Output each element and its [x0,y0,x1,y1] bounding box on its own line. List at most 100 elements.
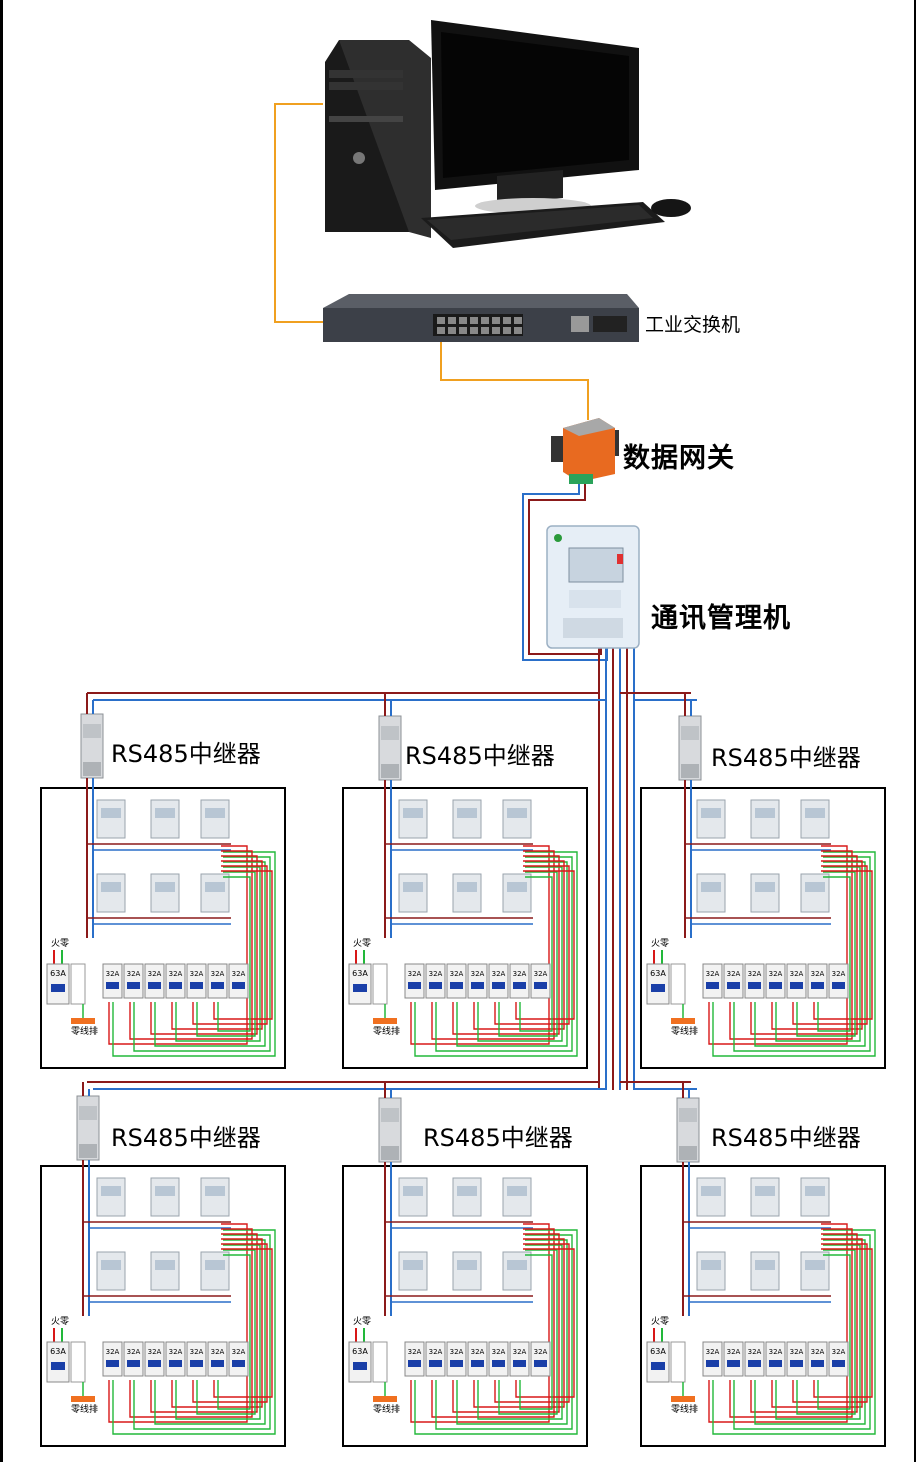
branch-breaker [228,1341,249,1377]
branch-breaker-rating: 32A [513,1348,527,1356]
rs485-gateway-manager-b [528,482,602,655]
branch-breaker [123,1341,144,1377]
main-breaker-rating: 63A [50,969,66,978]
branch-breaker-handle [748,1360,761,1367]
branch-breaker-rating: 32A [408,970,422,978]
meter-display [403,808,423,818]
comm-manager-device [546,525,640,649]
neutral-wire [796,871,856,1037]
neutral-bar [71,1396,95,1402]
neutral-wire [112,1229,276,1435]
phase-wire [129,850,253,1040]
meter-display [701,1260,721,1270]
meter-display [403,1186,423,1196]
branch-breaker-rating: 32A [232,1348,246,1356]
neutral-wire [414,1229,578,1435]
neutral-wire [754,861,866,1047]
phase-wire [431,850,555,1040]
phase-wire [494,865,570,1025]
energy-meter [502,1251,532,1291]
branch-breaker-rating: 32A [190,1348,204,1356]
panel-frame [342,787,588,1069]
branch-breaker-rating: 32A [211,970,225,978]
neutral-wire [712,851,876,1057]
phase-wire [473,1238,565,1408]
branch-breaker-handle [211,982,224,989]
live-neutral-label: 火零 [353,938,371,949]
branch-breaker-rating: 32A [127,970,141,978]
surge-protector [372,1341,388,1383]
branch-breaker-rating: 32A [408,1348,422,1356]
meter-display [755,808,775,818]
monitor [431,20,639,214]
energy-meter [452,1251,482,1291]
branch-breaker-handle [790,1360,803,1367]
branch-breaker-rating: 32A [106,970,120,978]
phase-wire [473,860,565,1030]
rs485-repeater-device [378,1097,402,1163]
phase-wire [171,860,263,1030]
branch-breaker-handle [769,982,782,989]
energy-meter [398,1251,428,1291]
branch-breaker-rating: 32A [727,970,741,978]
neutral-wire [796,1249,856,1415]
live-neutral-label: 火零 [651,938,669,949]
main-breaker-handle [651,1362,665,1370]
energy-meter [200,799,230,839]
meter-display [101,1186,121,1196]
branch-breaker-handle [169,982,182,989]
branch-breaker-handle [832,982,845,989]
keyboard [421,202,665,248]
meter-display [701,808,721,818]
phase-wire [771,860,863,1030]
main-breaker-handle [353,1362,367,1370]
phase-wire [708,845,848,1045]
branch-breaker-rating: 32A [534,1348,548,1356]
branch-breaker-handle [471,1360,484,1367]
branch-breaker [765,963,786,999]
branch-breaker [702,1341,723,1377]
neutral-bar [373,1018,397,1024]
branch-breaker [207,1341,228,1377]
branch-breaker-handle [513,1360,526,1367]
meter-display [457,1260,477,1270]
rs485-repeater-device [678,715,702,781]
phase-wire [171,1238,263,1408]
phase-wire [150,1233,258,1413]
neutral-wire [196,871,256,1037]
main-breaker-handle [51,984,65,992]
branch-breaker-handle [232,1360,245,1367]
branch-breaker-handle [727,982,740,989]
neutral-wire [133,856,271,1052]
energy-meter [452,799,482,839]
phase-wire [494,1243,570,1403]
panel-frame [640,1165,886,1447]
main-breaker-rating: 63A [650,969,666,978]
computer [325,20,691,248]
branch-breaker [446,1341,467,1377]
branch-breaker-rating: 32A [811,970,825,978]
phase-wire [729,850,853,1040]
meter-display [755,1260,775,1270]
branch-breaker-handle [450,982,463,989]
branch-breaker [123,963,144,999]
panel-frame [40,1165,286,1447]
neutral-bar-label: 零线排 [373,1403,400,1415]
neutral-wire [498,871,558,1037]
surge-protector [670,1341,686,1383]
meter-display [205,1260,225,1270]
branch-breaker-handle [450,1360,463,1367]
branch-breaker [723,963,744,999]
meter-display [155,882,175,892]
neutral-wire [154,861,266,1047]
energy-meter [150,799,180,839]
phase-wire [750,855,858,1035]
industrial-switch-label: 工业交换机 [645,314,741,336]
meter-display [701,1186,721,1196]
neutral-bar-label: 零线排 [671,1403,698,1415]
phase-wire [108,845,248,1045]
meter-display [507,808,527,818]
branch-breaker-rating: 32A [190,970,204,978]
phase-wire [410,1223,550,1423]
branch-breaker-handle [492,1360,505,1367]
